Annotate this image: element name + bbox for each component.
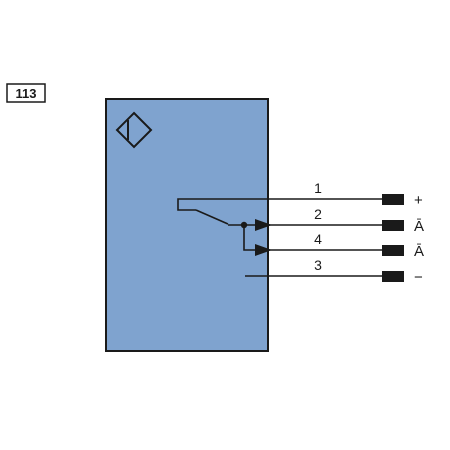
polarity-3: − bbox=[414, 269, 423, 286]
output-arrow-2 bbox=[255, 219, 272, 231]
wire-number-2: 2 bbox=[314, 206, 322, 222]
polarity-1: + bbox=[414, 192, 423, 209]
polarity-4: Ā bbox=[414, 243, 424, 260]
switch-contact bbox=[177, 198, 385, 277]
badge-box bbox=[6, 83, 46, 103]
wire-number-3: 3 bbox=[314, 257, 322, 273]
junction-dot bbox=[240, 221, 248, 229]
terminal-1 bbox=[382, 194, 404, 205]
output-arrow-4 bbox=[255, 244, 272, 256]
diamond-sensor-icon bbox=[115, 111, 153, 149]
wire-number-1: 1 bbox=[314, 180, 322, 196]
wire-number-4: 4 bbox=[314, 231, 322, 247]
terminal-2 bbox=[382, 220, 404, 231]
terminal-4 bbox=[382, 245, 404, 256]
polarity-2: Ā bbox=[414, 218, 424, 235]
terminal-3 bbox=[382, 271, 404, 282]
figure-badge: 113 bbox=[6, 83, 46, 103]
badge-number: 113 bbox=[16, 86, 37, 101]
